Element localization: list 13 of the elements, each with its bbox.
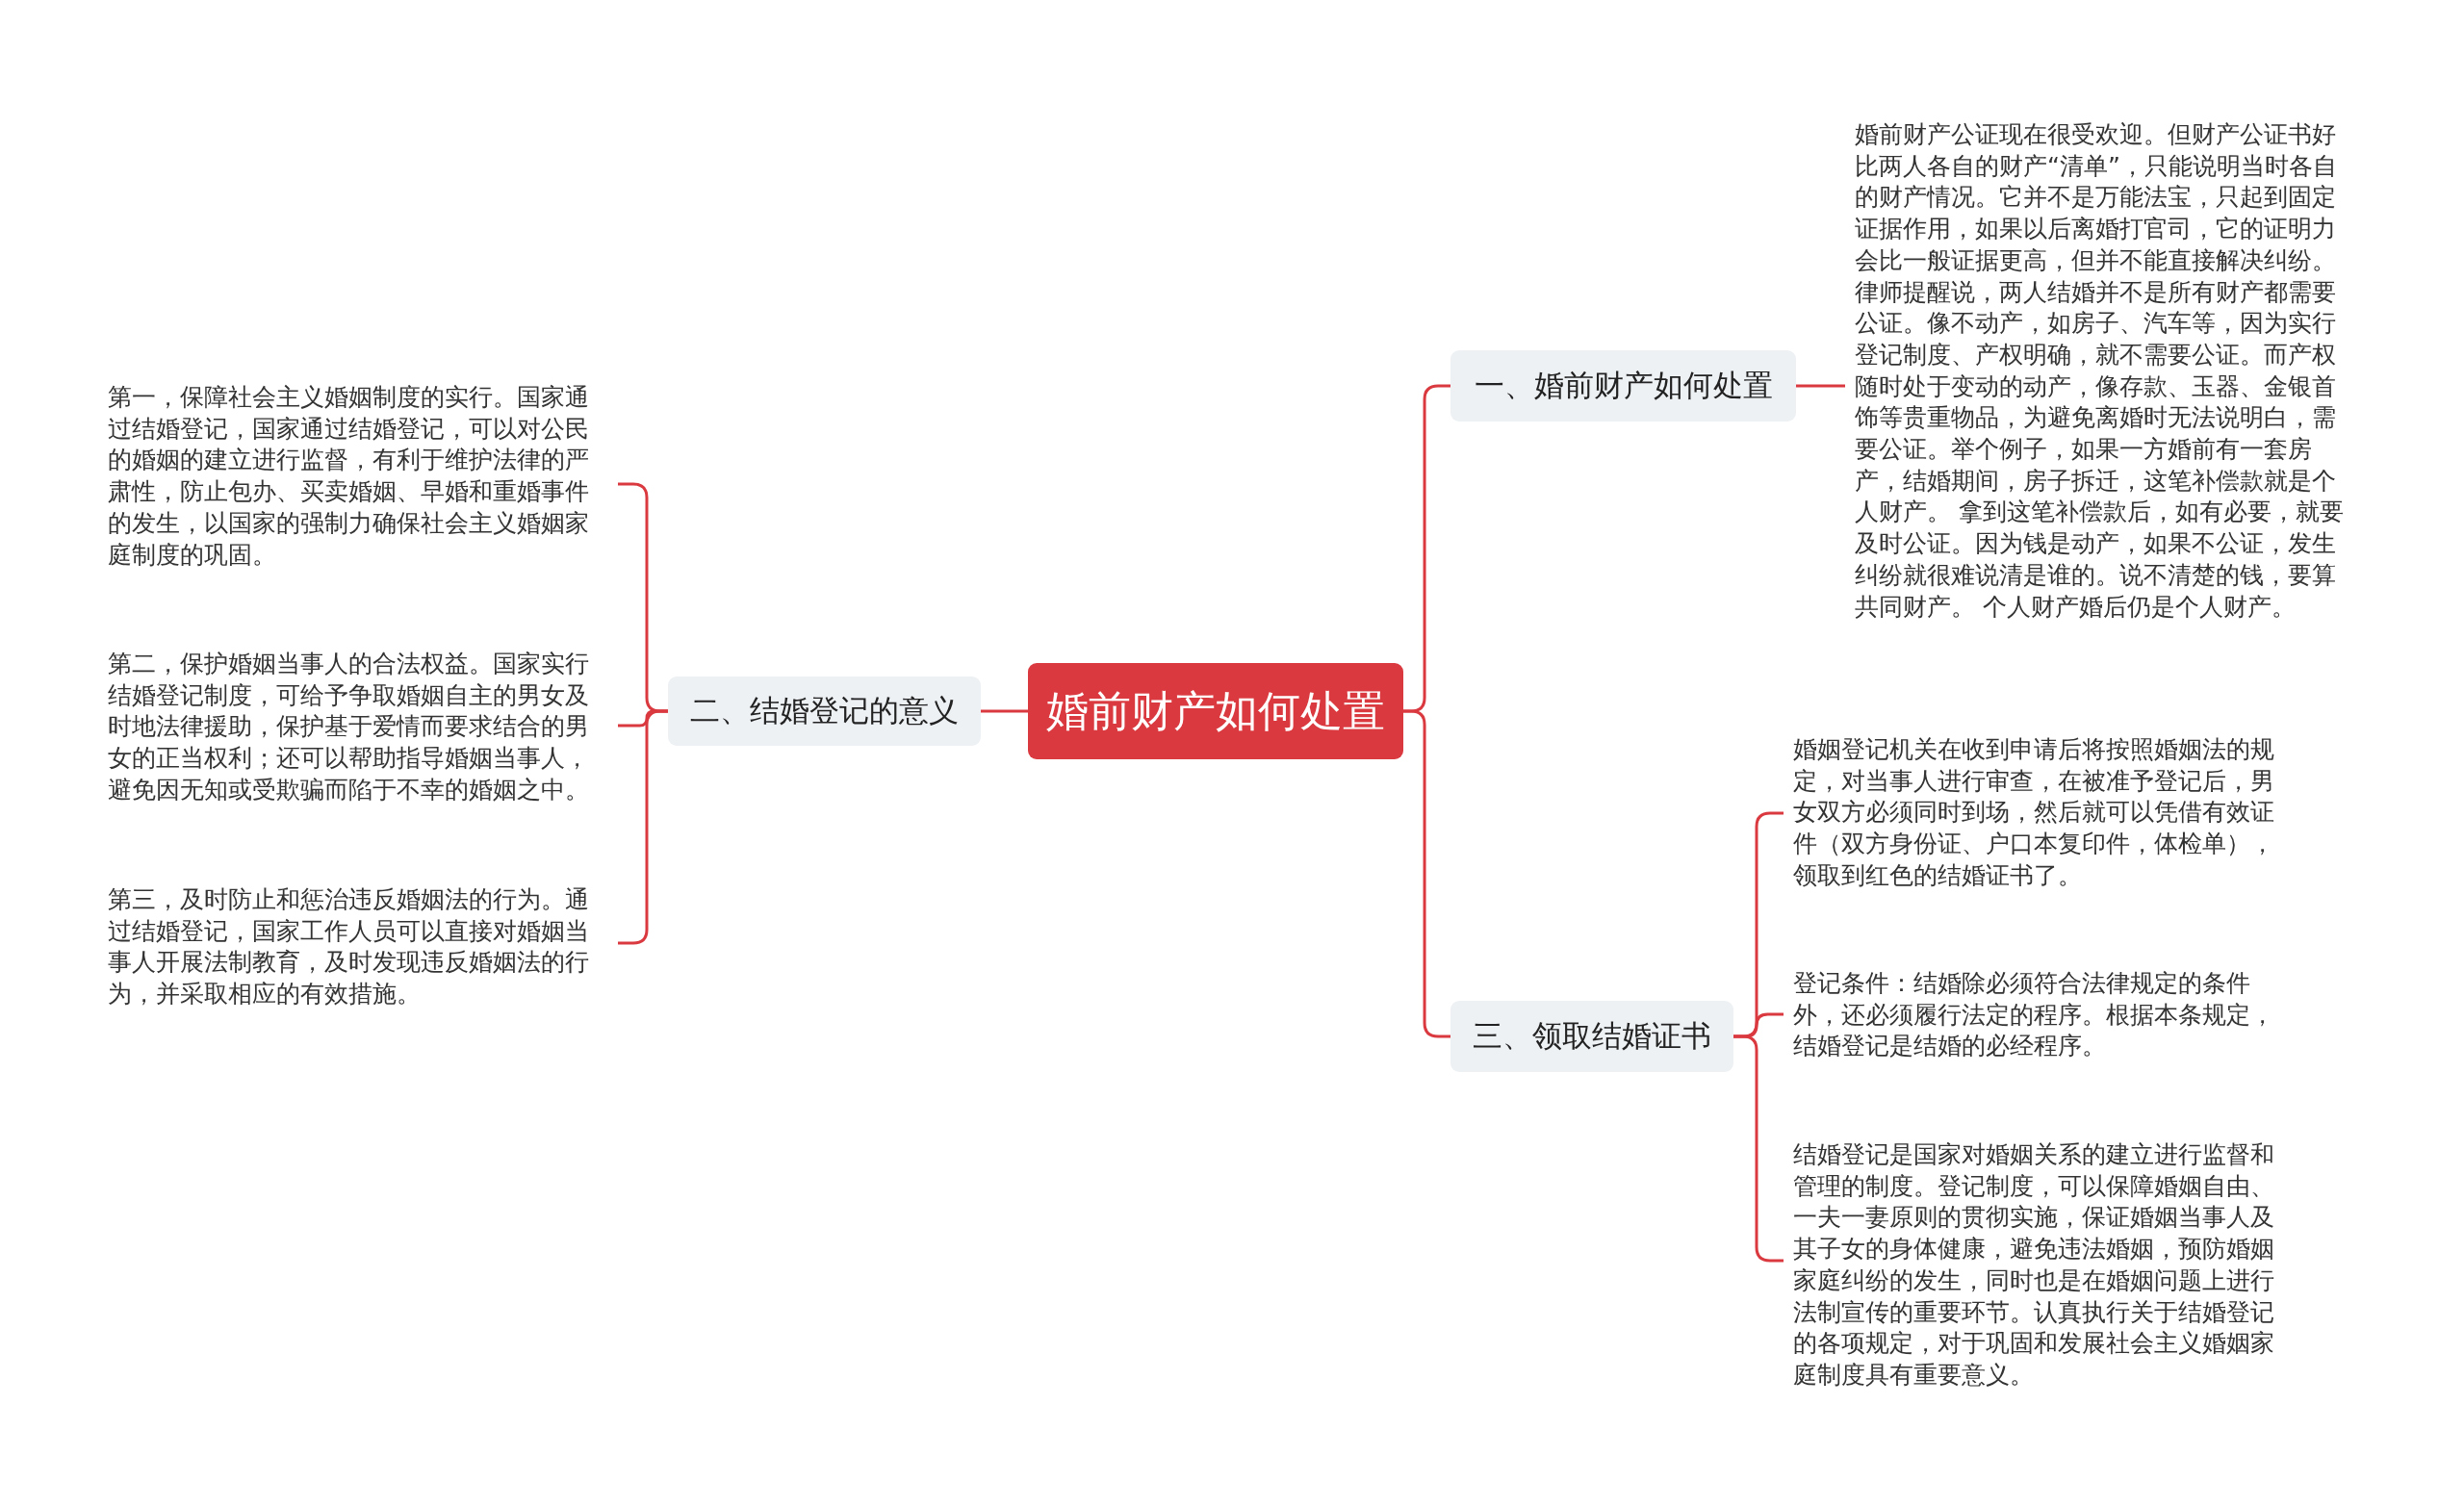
connector-line xyxy=(1796,384,1845,388)
topic-box: 二、结婚登记的意义 xyxy=(668,677,981,746)
topic-box: 三、领取结婚证书 xyxy=(1450,1001,1733,1072)
note-text: 第一，保障社会主义婚姻制度的实行。国家通过结婚登记，国家通过结婚登记，可以对公民的婚姻的建立进行监督，有利于维护法律的严肃性，防止包办、买卖婚姻、早婚和重婚事件的发生，以国家的强制力确保社会主义婚姻家庭制度的巩固。 xyxy=(108,382,610,572)
note-text: 第三，及时防止和惩治违反婚姻法的行为。通过结婚登记，国家工作人员可以直接对婚姻当事人开展法制教育，及时发现违反婚姻法的行为，并采取相应的有效措施。 xyxy=(108,884,610,1010)
note-text: 第二，保护婚姻当事人的合法权益。国家实行结婚登记制度，可给予争取婚姻自主的男女及时地法律援助，保护基于爱情而要求结合的男女的正当权利；还可以帮助指导婚姻当事人，避免因无知或受欺骗而陷于不幸的婚姻之中。 xyxy=(108,649,610,806)
connector-line xyxy=(981,709,1028,713)
note-text: 登记条件：结婚除必须符合法律规定的条件外，还必须履行法定的程序。根据本条规定，结婚登记是结婚的必经程序。 xyxy=(1793,968,2296,1063)
central-topic: 婚前财产如何处置 xyxy=(1028,663,1403,759)
note-text: 结婚登记是国家对婚姻关系的建立进行监督和管理的制度。登记制度，可以保障婚姻自由、一夫一妻原则的贯彻实施，保证婚姻当事人及其子女的身体健康，避免违法婚姻，预防婚姻家庭纠纷的发生，同时也是在婚姻问题上进行法制宣传的重要环节。认真执行关于结婚登记的各项规定，对于巩固和发展社会主义婚姻家庭制度具有重要意义。 xyxy=(1793,1139,2296,1392)
topic-box: 一、婚前财产如何处置 xyxy=(1450,350,1796,421)
note-text: 婚前财产公证现在很受欢迎。但财产公证书好比两人各自的财产“清单”，只能说明当时各自的财产情况。它并不是万能法宝，只起到固定证据作用，如果以后离婚打官司，它的证明力会比一般证据更高，但并不能直接解决纠纷。律师提醒说，两人结婚并不是所有财产都需要公证。像不动产，如房子、汽车等，因为实行登记制度、产权明确，就不需要公证。而产权随时处于变动的动产，像存款、玉器、金银首饰等贵重物品，为避免离婚时无法说明白，需要公证。举个例子，如果一方婚前有一套房产，结婚期间，房子拆迁，这笔补偿款就是个人财产。 拿到这笔补偿款后，如有必要，就要及时公证。因为钱是动产，如果不公证，发生纠纷就很难说清是谁的。说不清楚的钱，要算共同财产。 个人财产婚后仍是个人财产。 xyxy=(1855,119,2357,624)
note-text: 婚姻登记机关在收到申请后将按照婚姻法的规定，对当事人进行审查，在被准予登记后，男女双方必须同时到场，然后就可以凭借有效证件（双方身份证、户口本复印件，体检单），领取到红色的结婚证书了。 xyxy=(1793,734,2296,892)
